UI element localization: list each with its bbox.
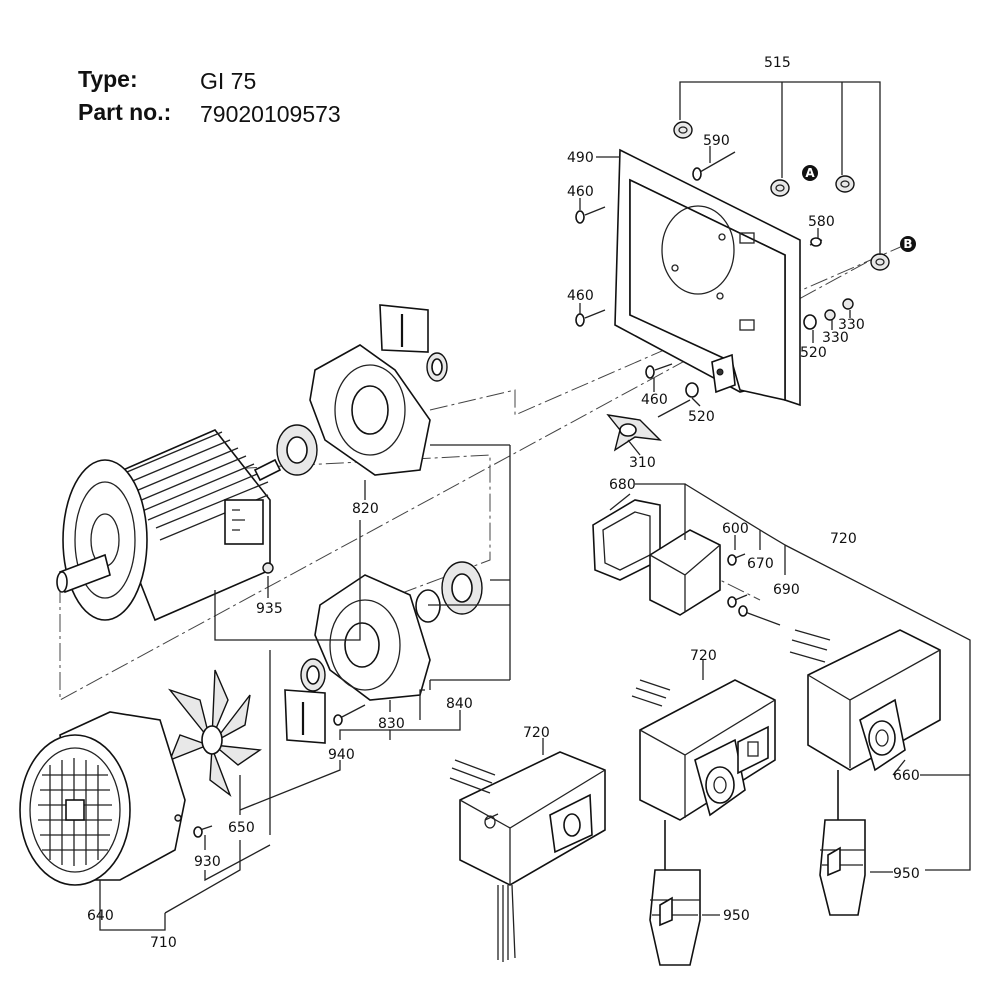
part-number-label: Part no.: [78,99,172,125]
part-label-940: 940 [328,747,355,763]
motor-body [56,429,282,622]
part-label-690: 690 [773,582,800,598]
part-label-600: 600 [722,521,749,537]
part-label-710: 710 [150,935,177,951]
marker-a: A [805,166,815,180]
marker-b: B [903,237,912,251]
part-label-950: 950 [723,908,750,924]
part-label-590: 590 [703,133,730,149]
part-label-720: 720 [830,531,857,547]
part-label-830: 830 [378,716,405,732]
part-label-520: 520 [800,345,827,361]
part-label-930: 930 [194,854,221,870]
part-label-460: 460 [567,288,594,304]
part-label-515: 515 [764,55,791,71]
end-shield-rear [284,561,483,744]
mounting-plate [614,148,801,407]
part-number-labels: 515 490 590 460 580 460 330 330 520 460 … [87,55,920,951]
star-knob [606,414,662,452]
part-label-720: 720 [690,648,717,664]
part-label-680: 680 [609,477,636,493]
part-label-720: 720 [523,725,550,741]
part-label-640: 640 [87,908,114,924]
part-label-460: 460 [567,184,594,200]
part-label-670: 670 [747,556,774,572]
type-label: Type: [78,66,138,92]
reference-markers: A B [802,165,916,252]
rubber-feet [673,121,890,398]
part-label-580: 580 [808,214,835,230]
part-label-820: 820 [352,501,379,517]
part-label-660: 660 [893,768,920,784]
part-label-330: 330 [838,317,865,333]
part-label-330: 330 [822,330,849,346]
part-label-650: 650 [228,820,255,836]
part-label-460: 460 [641,392,668,408]
part-label-310: 310 [629,455,656,471]
type-value: GI 75 [200,68,257,94]
end-shield-front [276,304,448,476]
leader-lines [99,81,971,931]
cooling-fan [167,669,262,798]
switch-box-right [789,629,941,916]
screws-upper [575,151,823,418]
part-label-840: 840 [446,696,473,712]
part-number-value: 79020109573 [200,101,341,127]
part-label-520: 520 [688,409,715,425]
switch-box-center [631,679,776,966]
switch-box-left [449,751,606,962]
part-label-935: 935 [256,601,283,617]
part-label-490: 490 [567,150,594,166]
terminal-box [592,499,781,626]
part-label-950: 950 [893,866,920,882]
fan-cover [19,711,213,886]
